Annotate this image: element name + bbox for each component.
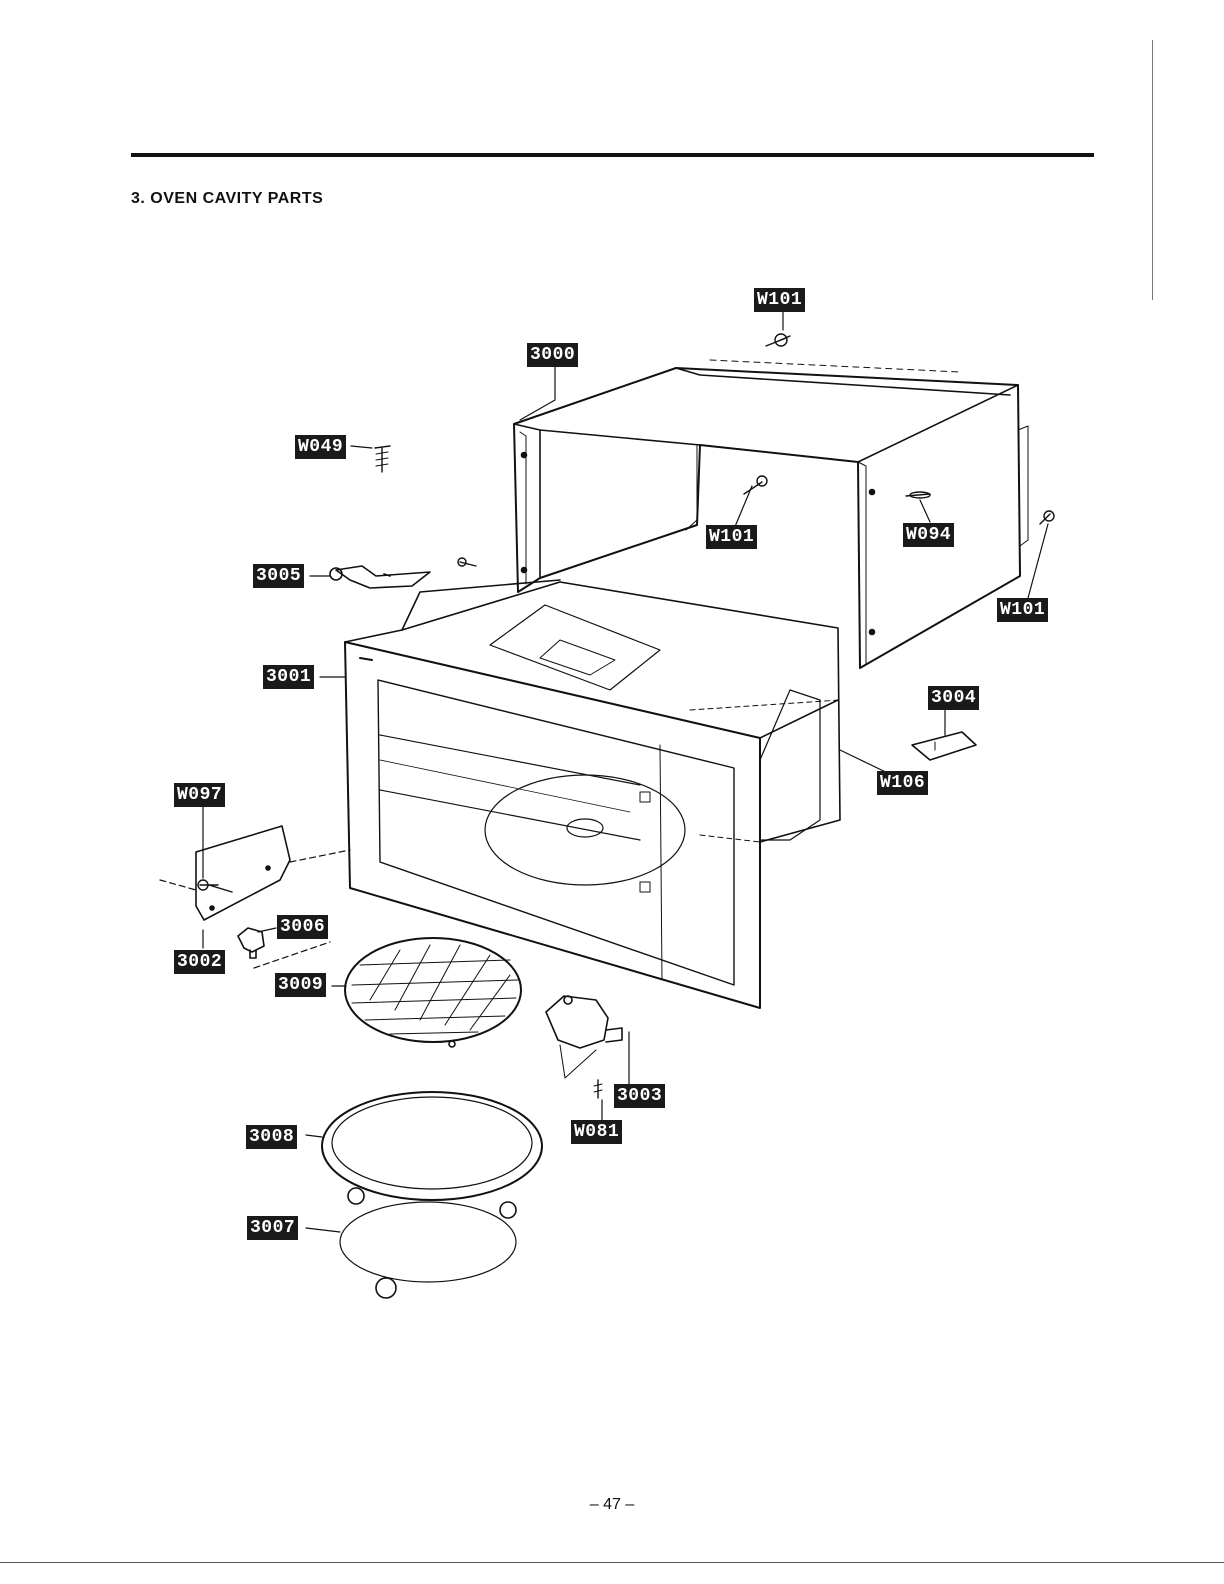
callout-W101-right: W101	[997, 598, 1049, 622]
screws	[197, 333, 1055, 1099]
bottom-scan-line	[0, 1562, 1224, 1563]
callout-W094: W094	[903, 523, 955, 547]
callout-3000: 3000	[527, 343, 579, 367]
rack-part	[344, 937, 522, 1048]
callout-3002: 3002	[174, 950, 226, 974]
section-title: 3. OVEN CAVITY PARTS	[131, 190, 324, 207]
callout-3008: 3008	[246, 1125, 298, 1149]
callout-W049: W049	[295, 435, 347, 459]
callout-3001: 3001	[263, 665, 315, 689]
turntable-motor	[545, 995, 623, 1079]
callout-3006: 3006	[277, 915, 329, 939]
outer-cabinet	[513, 359, 1029, 669]
cover-part	[911, 731, 977, 761]
callout-W097: W097	[174, 783, 226, 807]
callout-W101-left: W101	[706, 525, 758, 549]
callout-W081: W081	[571, 1120, 623, 1144]
scan-edge-line	[1152, 40, 1153, 300]
callout-3004: 3004	[928, 686, 980, 710]
bracket-part	[329, 565, 431, 589]
waveguide-cover	[195, 825, 291, 921]
callout-W106: W106	[877, 771, 929, 795]
callout-W101-top: W101	[754, 288, 806, 312]
header-rule	[131, 153, 1094, 157]
callout-3003: 3003	[614, 1084, 666, 1108]
callout-3009: 3009	[275, 973, 327, 997]
oven-cavity	[344, 579, 841, 1009]
callout-3005: 3005	[253, 564, 305, 588]
glass-tray	[321, 1091, 543, 1201]
page-number: – 47 –	[589, 1496, 635, 1513]
roller-ring	[339, 1187, 517, 1299]
callout-3007: 3007	[247, 1216, 299, 1240]
coupler-part	[237, 927, 265, 959]
